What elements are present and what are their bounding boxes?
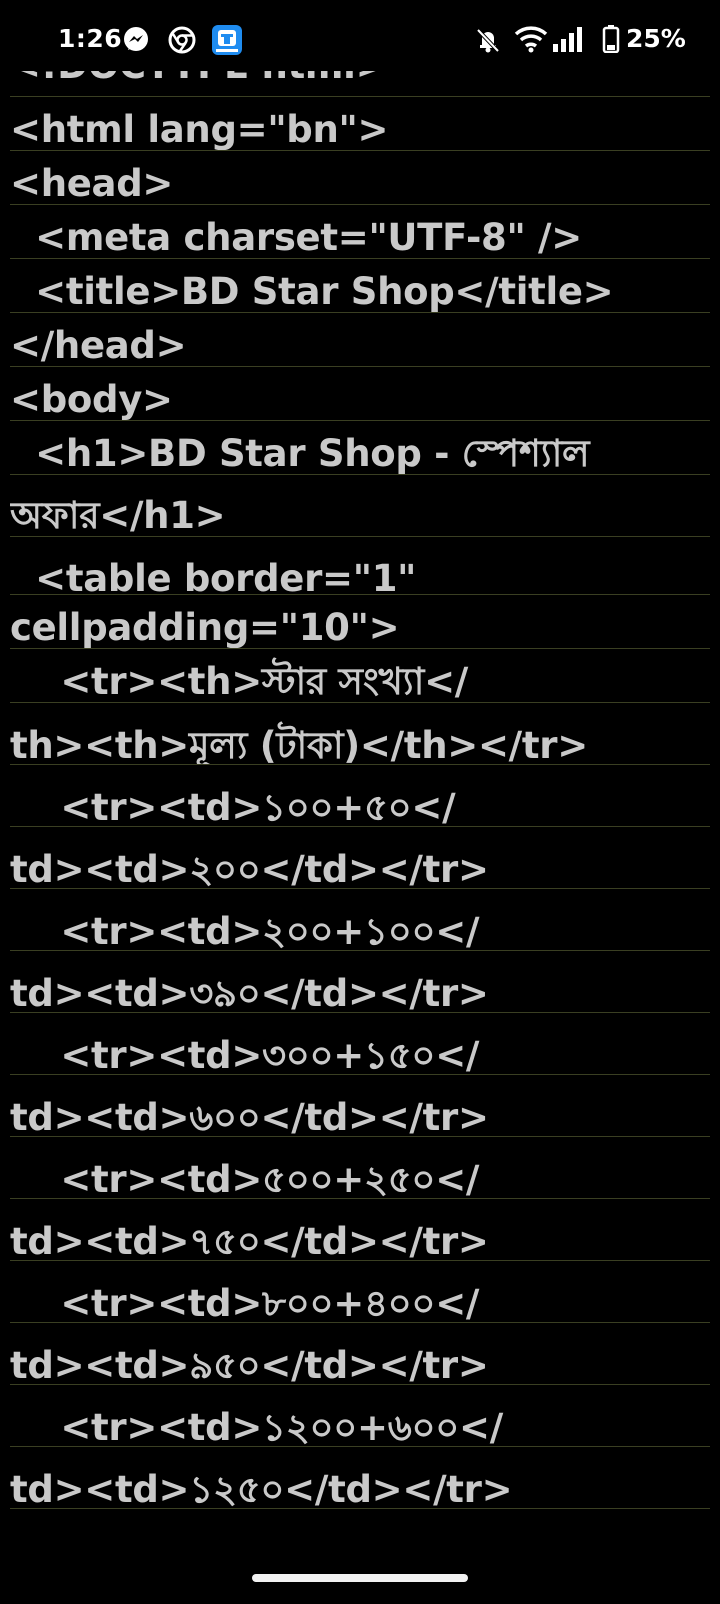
code-line[interactable]: <meta charset="UTF-8" /> [10,205,710,259]
code-line[interactable]: cellpadding="10"> [10,595,710,649]
code-line[interactable]: td><td>৬০০</td></tr> [10,1075,710,1137]
battery-percent: 25% [626,24,686,53]
status-bar: 1:26 [0,0,720,80]
signal-icon [553,27,582,52]
code-line[interactable]: <tr><td>৩০০+১৫০</ [10,1013,710,1075]
bell-muted-icon [476,28,500,53]
code-line[interactable]: <tr><td>৮০০+৪০০</ [10,1261,710,1323]
code-editor[interactable]: <!DOCTYPE html> <html lang="bn"> <head> … [0,71,720,1543]
code-line[interactable]: <title>BD Star Shop</title> [10,259,710,313]
code-line[interactable]: <tr><th>স্টার সংখ্যা</ [10,649,710,703]
code-line[interactable]: <h1>BD Star Shop - স্পেশ্যাল [10,421,710,475]
code-line[interactable]: <tr><td>৫০০+২৫০</ [10,1137,710,1199]
chrome-icon [168,26,196,54]
status-time: 1:26 [58,24,123,53]
battery-icon [602,25,620,53]
code-line[interactable]: <tr><td>১০০+৫০</ [10,765,710,827]
code-line[interactable]: <tr><td>১২০০+৬০০</ [10,1385,710,1447]
home-indicator[interactable] [252,1574,468,1582]
code-line[interactable]: অফার</h1> [10,475,710,537]
app-icon [212,25,242,55]
wifi-icon [514,26,548,53]
code-line[interactable]: td><td>৭৫০</td></tr> [10,1199,710,1261]
code-line[interactable]: td><td>৯৫০</td></tr> [10,1323,710,1385]
code-line[interactable]: td><td>৩৯০</td></tr> [10,951,710,1013]
code-line[interactable]: th><th>মূল্য (টাকা)</th></tr> [10,703,710,765]
code-line[interactable]: <tr><td>২০০+১০০</ [10,889,710,951]
code-line[interactable]: </head> [10,313,710,367]
code-line[interactable]: td><td>২০০</td></tr> [10,827,710,889]
code-line[interactable]: <!DOCTYPE html> [10,71,710,97]
code-line[interactable]: <table border="1" [10,537,710,595]
messenger-icon [124,27,148,51]
code-line[interactable]: <html lang="bn"> [10,97,710,151]
code-line[interactable]: td><td>১২৫০</td></tr> [10,1447,710,1509]
code-line[interactable]: <body> [10,367,710,421]
code-line[interactable]: <head> [10,151,710,205]
